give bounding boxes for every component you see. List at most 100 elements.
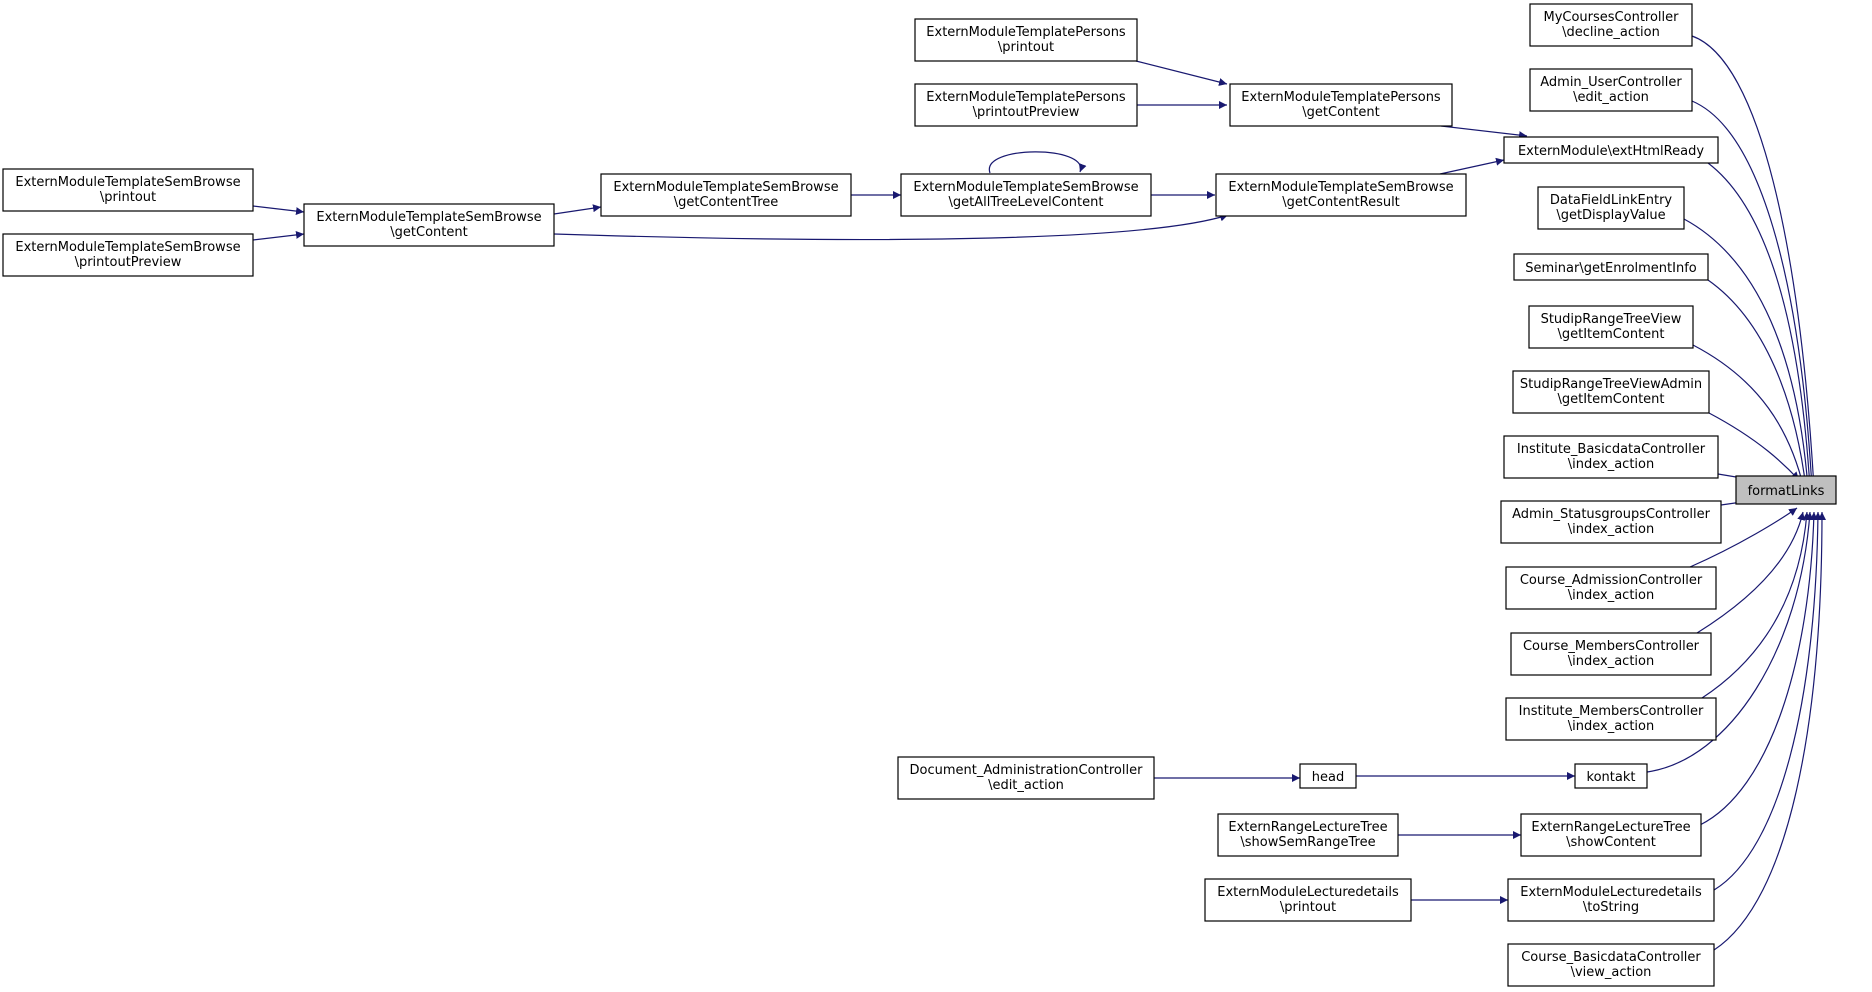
node-box (914, 18, 1138, 62)
node-adminuser[interactable]: Admin_UserController\edit_action (1529, 68, 1693, 112)
node-semprintout[interactable]: ExternModuleTemplateSemBrowse\printout (2, 168, 254, 212)
node-label: ExternModuleTemplateSemBrowse (15, 240, 240, 255)
node-label: StudipRangeTreeViewAdmin (1520, 377, 1702, 392)
edge-mycourses-to-focus (1691, 35, 1818, 489)
node-kontakt[interactable]: kontakt (1574, 763, 1648, 789)
node-datafield[interactable]: DataFieldLinkEntry\getDisplayValue (1537, 186, 1685, 230)
edge-instmem-to-focus (1701, 511, 1811, 699)
node-box (600, 173, 852, 217)
node-exthtml[interactable]: ExternModule\extHtmlReady (1503, 136, 1719, 164)
edge-coursemem-to-focus (1696, 511, 1806, 634)
node-label: kontakt (1587, 770, 1636, 785)
node-viewaction[interactable]: Course_BasicdataController\view_action (1507, 943, 1715, 987)
node-label: ExternRangeLectureTree (1228, 820, 1387, 835)
edge-kontakt-to-focus (1646, 511, 1814, 773)
node-box (1217, 813, 1399, 857)
node-docadmin[interactable]: Document_AdministrationController\edit_a… (897, 756, 1155, 800)
node-mycourses[interactable]: MyCoursesController\decline_action (1529, 3, 1693, 47)
node-label: StudipRangeTreeView (1541, 312, 1682, 327)
node-studiptree[interactable]: StudipRangeTreeView\getItemContent (1528, 305, 1694, 349)
node-label: ExternModuleTemplatePersons (926, 90, 1126, 105)
node-box (1574, 763, 1648, 789)
edge-courseadm-to-focus (1689, 507, 1798, 568)
node-coursemem[interactable]: Course_MembersController\index_action (1510, 632, 1712, 676)
edge-showcontent-to-focus (1699, 511, 1818, 826)
edge-persget-to-exthtml (1440, 125, 1528, 140)
node-box (1735, 475, 1837, 505)
node-instbasic[interactable]: Institute_BasicdataController\index_acti… (1503, 435, 1719, 479)
node-semresult[interactable]: ExternModuleTemplateSemBrowse\getContent… (1215, 173, 1467, 217)
node-box (1513, 253, 1709, 281)
node-perspreview[interactable]: ExternModuleTemplatePersons\printoutPrev… (914, 83, 1138, 127)
node-seminar[interactable]: Seminar\getEnrolmentInfo (1513, 253, 1709, 281)
node-label: ExternModuleTemplateSemBrowse (1228, 180, 1453, 195)
node-label: \edit_action (988, 778, 1064, 793)
node-box (2, 168, 254, 212)
node-semalltree[interactable]: ExternModuleTemplateSemBrowse\getAllTree… (900, 173, 1152, 217)
node-box (1507, 878, 1715, 922)
node-label: \getItemContent (1557, 392, 1664, 407)
node-label: \index_action (1568, 588, 1654, 603)
node-courseadm[interactable]: Course_AdmissionController\index_action (1505, 566, 1717, 610)
node-label: ExternModuleTemplatePersons (926, 25, 1126, 40)
node-label: Course_MembersController (1523, 639, 1700, 654)
edge-semget-to-semtree (553, 204, 602, 215)
node-showsemrange[interactable]: ExternRangeLectureTree\showSemRangeTree (1217, 813, 1399, 857)
node-persprintout[interactable]: ExternModuleTemplatePersons\printout (914, 18, 1138, 62)
node-box (1520, 813, 1702, 857)
node-adminstatus[interactable]: Admin_StatusgroupsController\index_actio… (1500, 500, 1722, 544)
node-box (1528, 305, 1694, 349)
node-label: \getDisplayValue (1556, 208, 1665, 223)
node-label: Course_BasicdataController (1521, 950, 1701, 965)
nodes-layer: formatLinks MyCoursesController\decline_a… (2, 3, 1837, 987)
node-box (1215, 173, 1467, 217)
node-label: \printout (100, 190, 156, 205)
edge-tostring-to-focus (1713, 511, 1822, 891)
node-box (1204, 878, 1412, 922)
node-label: DataFieldLinkEntry (1550, 193, 1673, 208)
node-label: \index_action (1568, 457, 1654, 472)
node-label: \index_action (1568, 719, 1654, 734)
node-persget[interactable]: ExternModuleTemplatePersons\getContent (1229, 83, 1453, 127)
node-label: Institute_BasicdataController (1517, 442, 1706, 457)
node-label: Admin_StatusgroupsController (1512, 507, 1710, 522)
node-focus[interactable]: formatLinks (1735, 475, 1837, 505)
edge-adminuser-to-focus (1691, 100, 1816, 489)
node-box (1505, 566, 1717, 610)
edge-persprintout-to-persget (1135, 60, 1228, 86)
node-label: Seminar\getEnrolmentInfo (1525, 261, 1697, 276)
node-label: \printoutPreview (75, 255, 182, 270)
node-label: \getItemContent (1557, 327, 1664, 342)
node-label: \view_action (1571, 965, 1652, 980)
node-label: \getAllTreeLevelContent (949, 195, 1104, 210)
node-instmem[interactable]: Institute_MembersController\index_action (1505, 697, 1717, 741)
node-box (1503, 136, 1719, 164)
node-label: \printoutPreview (973, 105, 1080, 120)
node-box (897, 756, 1155, 800)
node-box (900, 173, 1152, 217)
node-head[interactable]: head (1299, 763, 1357, 789)
node-label: \index_action (1568, 522, 1654, 537)
edge-exthtml-to-focus (1707, 162, 1814, 489)
node-label: MyCoursesController (1543, 10, 1679, 25)
node-semget[interactable]: ExternModuleTemplateSemBrowse\getContent (303, 203, 555, 247)
node-studiptreeadmin[interactable]: StudipRangeTreeViewAdmin\getItemContent (1512, 370, 1710, 414)
edge-datafield-to-focus (1683, 218, 1812, 489)
node-label: \showContent (1566, 835, 1656, 850)
node-box (1500, 500, 1722, 544)
node-label: \toString (1583, 900, 1639, 915)
node-sempreview[interactable]: ExternModuleTemplateSemBrowse\printoutPr… (2, 233, 254, 277)
node-showcontent[interactable]: ExternRangeLectureTree\showContent (1520, 813, 1702, 857)
node-box (303, 203, 555, 247)
node-lectprintout[interactable]: ExternModuleLecturedetails\printout (1204, 878, 1412, 922)
node-semtree[interactable]: ExternModuleTemplateSemBrowse\getContent… (600, 173, 852, 217)
edge-studiptreeadmin-to-focus (1708, 412, 1800, 481)
node-label: \index_action (1568, 654, 1654, 669)
node-box (1537, 186, 1685, 230)
node-box (914, 83, 1138, 127)
node-tostring[interactable]: ExternModuleLecturedetails\toString (1507, 878, 1715, 922)
node-box (1529, 3, 1693, 47)
node-label: \edit_action (1573, 90, 1649, 105)
edge-semprintout-to-semget (252, 205, 305, 216)
node-label: ExternModuleTemplateSemBrowse (613, 180, 838, 195)
